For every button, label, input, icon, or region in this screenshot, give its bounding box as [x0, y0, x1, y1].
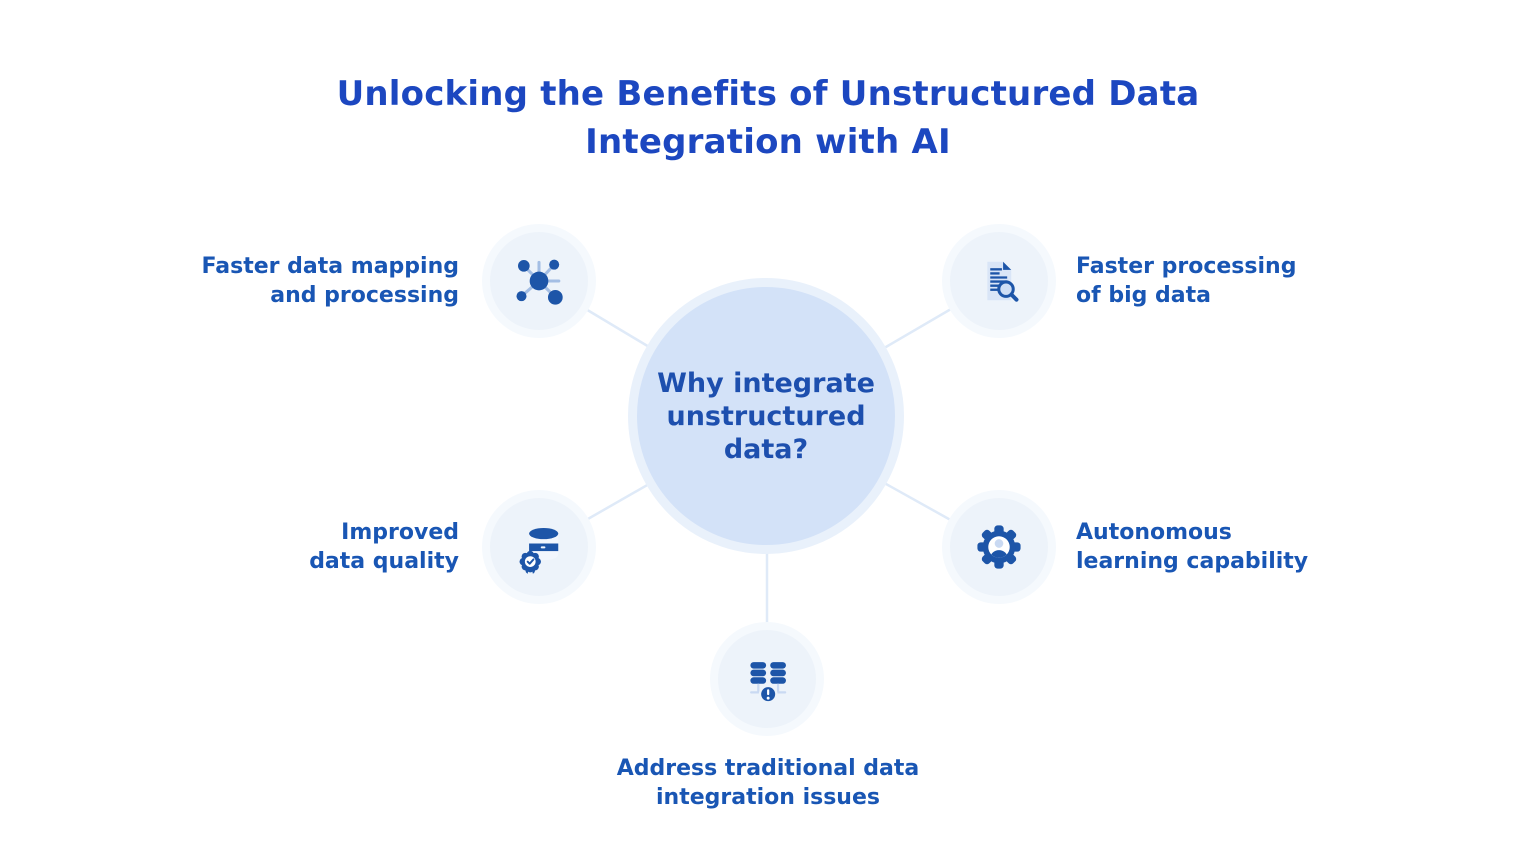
database-alert-icon	[750, 662, 787, 704]
node-traditional-integration-issues	[710, 622, 824, 736]
node-label-improved-data-quality: Improved data quality	[309, 520, 459, 574]
node-label-faster-processing-big-data: Faster processing of big data	[1076, 254, 1297, 308]
node-autonomous-learning	[942, 490, 1056, 604]
node-faster-data-mapping	[482, 224, 596, 338]
center-node-label: Why integrate unstructured data?	[657, 367, 875, 465]
center-node: Why integrate unstructured data?	[628, 278, 904, 554]
node-label-traditional-integration-issues: Address traditional data integration iss…	[616, 756, 920, 810]
network-hub-icon	[516, 259, 563, 305]
document-search-icon	[987, 261, 1019, 302]
node-faster-processing-big-data	[942, 224, 1056, 338]
database-quality-badge-icon	[519, 527, 559, 574]
node-improved-data-quality	[482, 490, 596, 604]
node-label-faster-data-mapping: Faster data mapping and processing	[201, 254, 459, 308]
diagram-title: Unlocking the Benefits of Unstructured D…	[336, 74, 1200, 162]
node-label-autonomous-learning: Autonomous learning capability	[1076, 520, 1309, 574]
gear-user-icon	[977, 525, 1021, 569]
